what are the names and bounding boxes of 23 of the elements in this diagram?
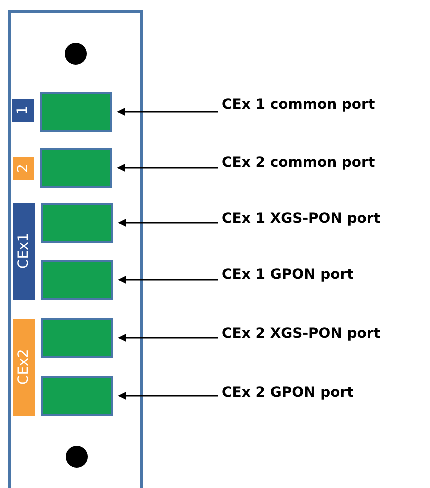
port-label: CEx 2 common port — [222, 153, 422, 173]
arrow — [118, 219, 218, 227]
arrow — [118, 392, 218, 400]
port-socket — [41, 318, 113, 358]
port-socket — [41, 203, 113, 243]
port-label: CEx 1 common port — [222, 95, 422, 115]
port-label: CEx 2 GPON port — [222, 383, 422, 403]
port-group-tag: 1 — [12, 99, 34, 122]
port-label: CEx 1 XGS-PON port — [222, 209, 427, 229]
port-socket — [41, 260, 113, 300]
arrow — [118, 334, 218, 342]
port-group-tag: CEx1 — [13, 203, 35, 300]
port-group-tag: 2 — [13, 157, 34, 180]
port-label: CEx 2 XGS-PON port — [222, 324, 427, 344]
port-socket — [41, 376, 113, 416]
patch-panel — [8, 10, 143, 488]
port-socket — [40, 92, 112, 132]
port-group-tag: CEx2 — [13, 319, 35, 416]
arrow — [117, 164, 218, 172]
port-label: CEx 1 GPON port — [222, 265, 422, 285]
arrow — [118, 276, 218, 284]
port-socket — [40, 148, 112, 188]
arrow — [117, 108, 218, 116]
